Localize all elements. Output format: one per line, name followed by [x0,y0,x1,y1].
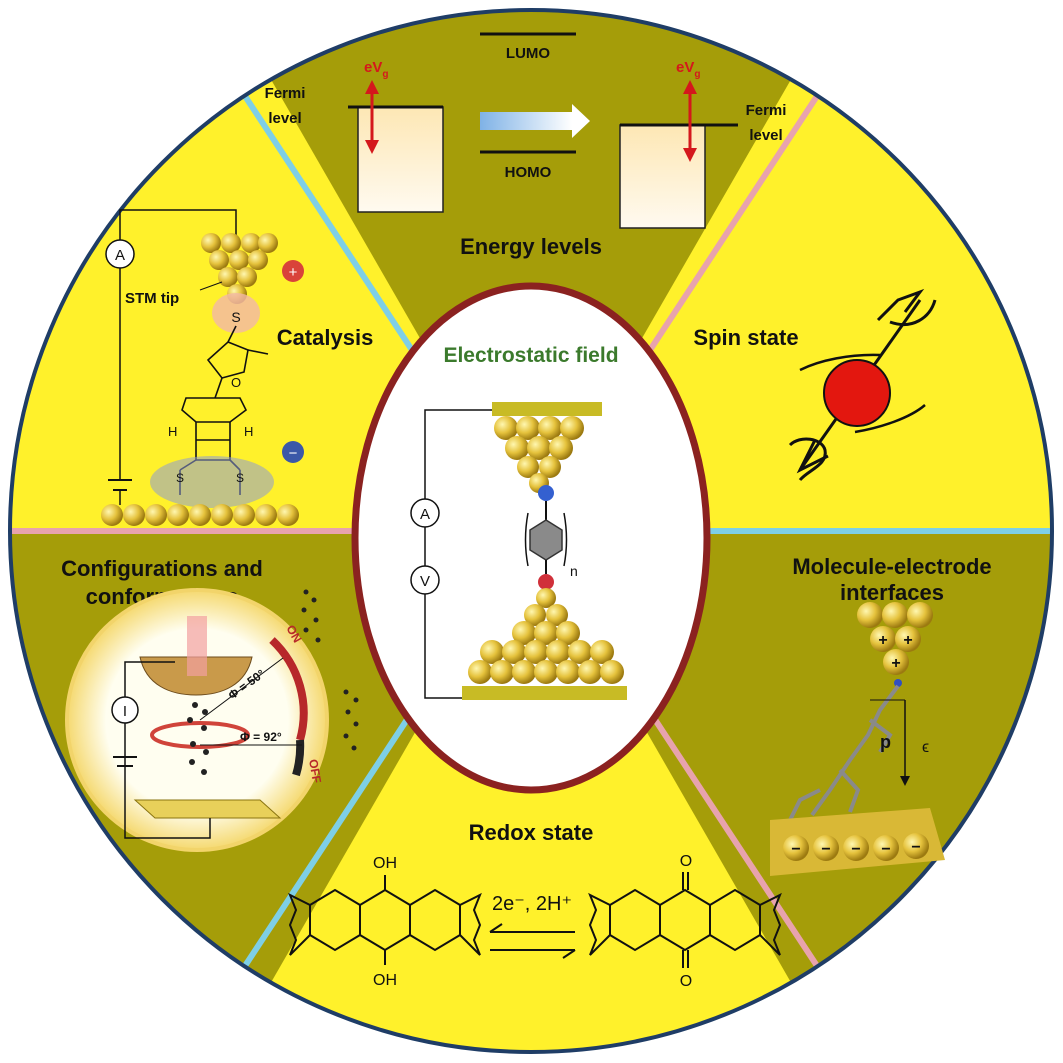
interfaces-title-line2: interfaces [840,580,944,605]
gate-right-label: eVg [676,59,700,80]
interface-molecule [788,684,900,821]
center-ammeter-icon [410,498,440,528]
hydrogen-right-label: H [244,424,253,439]
configurations-title-line1: Configurations and [61,556,263,581]
sulfur-left-label: S [176,471,184,485]
center-title: Electrostatic field [443,344,618,367]
catalysis-panel: A STM tip + − S [101,209,374,526]
svg-text:−: − [851,841,860,858]
oh-bottom-label: OH [373,972,397,989]
repeat-n-label: n [570,563,578,579]
hydroquinone-structure [288,875,482,965]
redox-panel: Redox state OH OH 2e⁻, 2H⁺ O O [288,820,782,990]
oh-top-label: OH [373,855,397,872]
oxygen-label: O [231,375,241,390]
svg-text:+: + [903,632,912,649]
config-molecule-lower [343,689,359,751]
catalysis-surface [101,504,299,526]
ammeter-icon [105,239,135,269]
center-voltmeter-icon [410,565,440,595]
spin-sphere [823,359,891,427]
energy-levels-panel: LUMO HOMO Fermi level eVg Fermi level eV… [265,32,787,259]
bottom-electrode-cluster [468,588,624,684]
energy-levels-title: Energy levels [460,234,602,259]
transition-arrow [480,104,590,138]
angle-92-label: Φ = 92° [240,730,282,744]
off-label: OFF [306,758,324,784]
redox-title: Redox state [469,820,594,845]
stm-tip-label: STM tip [125,290,179,307]
interfaces-tip [857,602,933,675]
field-label: ϵ [922,739,929,756]
top-electrode-cluster [494,416,584,493]
current-meter-label: I [123,703,127,720]
gate-arrow-right [683,80,697,162]
equilibrium-arrows [489,923,576,959]
svg-text:−: − [911,839,920,856]
svg-text:−: − [821,841,830,858]
negative-charge-icon [282,441,304,463]
fermi-right-line1: Fermi [746,102,787,119]
svg-text:+: + [878,632,887,649]
anthraquinone-structure [588,872,782,968]
fermi-left-line1: Fermi [265,85,306,102]
lumo-label: LUMO [506,45,550,62]
hydrogen-left-label: H [168,424,177,439]
sulfur-right-label: S [236,471,244,485]
ammeter-label: A [115,247,125,264]
o-bottom-label: O [680,973,692,990]
center-ammeter-label: A [420,506,430,523]
right-electrode-box [619,124,706,229]
fermi-left-line2: level [268,110,301,127]
configuration-molecule [187,702,209,775]
positive-charge-icon [282,260,304,282]
configurations-panel: Configurations and conformations I ON OF… [61,556,359,852]
svg-text:−: − [881,841,890,858]
electrostatic-field-center: Electrostatic field A V n [351,282,711,794]
svg-text:+: + [891,655,900,672]
gate-left-label: eVg [364,59,388,80]
spin-state-title: Spin state [693,325,798,350]
bottom-anchor-atom [538,574,554,590]
config-molecule-upper [301,589,321,643]
top-anchor-atom [538,485,554,501]
o-top-label: O [680,853,692,870]
spin-state-panel: Spin state [693,288,937,482]
bottom-electrode-plate [462,686,627,700]
fermi-right-line2: level [749,127,782,144]
interfaces-panel: Molecule-electrode interfaces + + + p ϵ … [770,554,992,876]
current-meter-icon [111,696,139,724]
top-electrode-plate [492,402,602,416]
redox-reagent-label: 2e⁻, 2H⁺ [492,893,572,915]
center-voltmeter-label: V [420,573,430,590]
svg-text:−: − [791,841,800,858]
wheel-outline [8,8,1054,1054]
svg-text:+: + [289,264,298,281]
sulfur-top-label: S [231,309,240,325]
svg-text:−: − [289,445,298,462]
dipole-label: p [880,732,891,752]
interfaces-surface [783,833,929,861]
gate-arrow-left [365,80,379,154]
homo-label: HOMO [505,164,552,181]
catalysis-title: Catalysis [277,325,374,350]
interfaces-title-line1: Molecule-electrode [792,554,991,579]
